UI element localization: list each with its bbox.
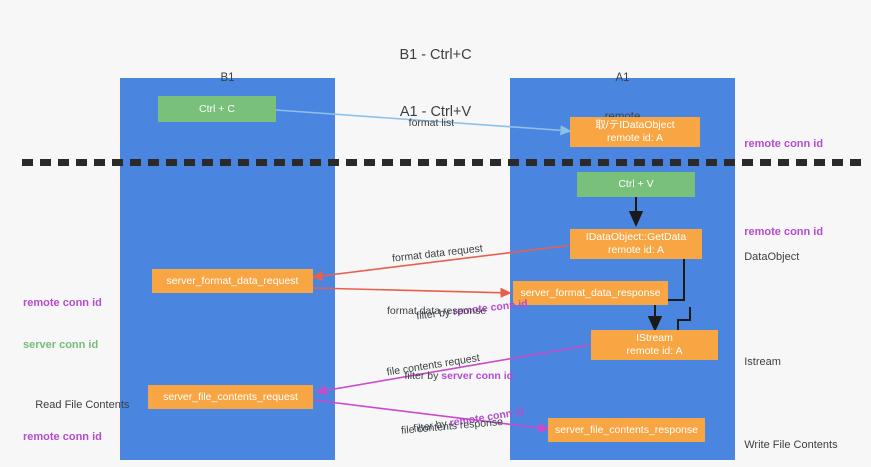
right-write-file-contents: Write File Contents — [732, 424, 838, 466]
edge-label-file-contents-response: file contents response filter by server … — [374, 385, 513, 467]
page-title: B1 - Ctrl+C A1 - Ctrl+V — [0, 8, 871, 160]
page-title-line2: A1 - Ctrl+V — [399, 104, 472, 120]
left-read-file-contents-text: Read File Contents — [35, 399, 130, 411]
node-idataobject-line1: 取/テIDataObject — [595, 119, 675, 131]
node-istream-line1: IStream — [636, 332, 673, 344]
node-server-file-contents-request-label: server_file_contents_request — [163, 390, 298, 403]
right-write-file-contents-text: Write File Contents — [744, 439, 838, 451]
node-server-format-data-response[interactable]: server_format_data_response — [513, 281, 668, 305]
filter-by-prefix: filter by — [404, 370, 442, 382]
node-server-file-contents-request[interactable]: server_file_contents_request — [148, 385, 313, 409]
page-title-line1: B1 - Ctrl+C — [399, 47, 472, 63]
left-conn-ids-top: remote conn id server conn id — [23, 268, 102, 380]
right-istream: Istream — [732, 341, 781, 383]
right-remote-conn-id-mid: remote conn id — [732, 211, 823, 253]
node-server-format-data-request-label: server_format_data_request — [166, 274, 299, 287]
node-server-file-contents-response[interactable]: server_file_contents_response — [548, 418, 705, 442]
lane-header-b1-title: B1 — [220, 72, 235, 84]
edge-label-format-list: format list — [397, 101, 455, 146]
node-ctrl-v-label: Ctrl + V — [618, 178, 654, 190]
left-remote-conn-id-top: remote conn id — [23, 297, 102, 309]
left-server-conn-id-top: server conn id — [23, 339, 99, 351]
left-remote-conn-id-bottom: remote conn id — [23, 431, 102, 443]
edge-label-file-contents-response-line1: file contents response — [400, 415, 504, 437]
node-ctrl-v[interactable]: Ctrl + V — [577, 172, 695, 197]
right-remote-conn-id-top: remote conn id — [732, 123, 823, 165]
left-read-file-contents: Read File Contents — [23, 384, 129, 426]
node-istream[interactable]: IStream remote id: A — [591, 330, 718, 360]
node-idataobject-getdata-line1: IDataObject::GetData — [585, 231, 687, 243]
right-remote-conn-id-top-text: remote conn id — [744, 138, 824, 150]
node-server-format-data-request[interactable]: server_format_data_request — [152, 269, 313, 293]
conn-id-server-inline: server conn id — [441, 370, 514, 382]
node-idataobject-getdata-line2: remote id: A — [607, 244, 665, 256]
edge-label-format-list-text: format list — [408, 117, 455, 129]
right-istream-text: Istream — [744, 356, 781, 368]
edge-label-format-data-response-line1: format data response — [387, 305, 487, 317]
node-server-format-data-response-label: server_format_data_response — [520, 286, 661, 299]
node-idataobject-getdata[interactable]: IDataObject::GetData remote id: A — [570, 229, 702, 259]
edge-label-format-data-response: format data response filter by server co… — [387, 274, 513, 429]
edge-label-format-data-request-line1: format data request — [391, 242, 484, 265]
node-server-file-contents-response-label: server_file_contents_response — [554, 423, 698, 436]
node-idataobject[interactable]: 取/テIDataObject remote id: A — [570, 117, 700, 147]
right-data-object-text: DataObject — [744, 251, 800, 263]
node-ctrl-c[interactable]: Ctrl + C — [158, 96, 276, 122]
edge-label-file-contents-request-line1: file contents request — [385, 351, 481, 379]
node-istream-line2: remote id: A — [626, 345, 683, 357]
node-ctrl-c-label: Ctrl + C — [199, 102, 235, 115]
right-remote-conn-id-mid-text: remote conn id — [744, 226, 824, 238]
right-data-object: DataObject — [732, 236, 799, 278]
left-conn-ids-bottom: remote conn id server conn id — [23, 402, 102, 467]
section-divider — [22, 159, 866, 166]
lane-header-a1-title: A1 — [615, 72, 630, 84]
edge-label-format-data-response-line2: filter by server conn id — [387, 354, 514, 399]
node-idataobject-line2: remote id: A — [606, 132, 664, 144]
